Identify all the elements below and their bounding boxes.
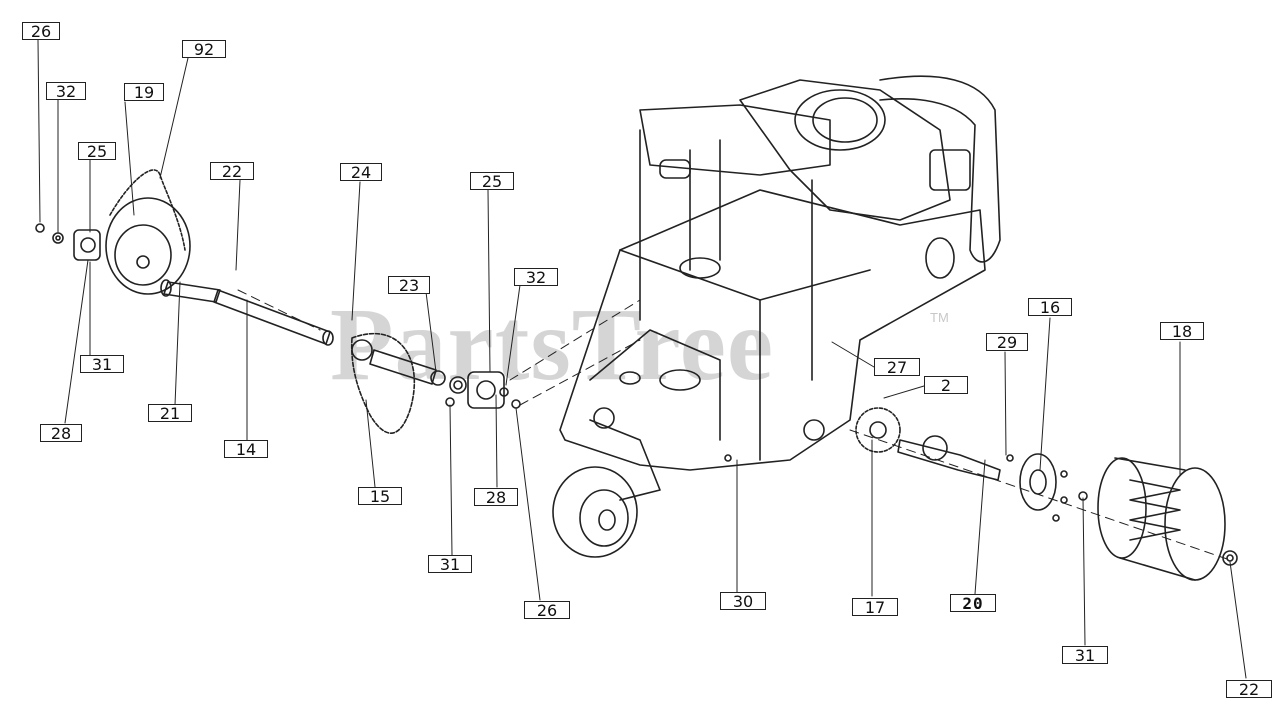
leader-lines xyxy=(37,39,1247,679)
callout-92: 92 xyxy=(182,40,226,59)
callout-31-middle: 31 xyxy=(428,555,472,574)
callout-28-left: 28 xyxy=(40,424,82,443)
callout-26-top-left: 26 xyxy=(22,22,60,41)
callout-27: 27 xyxy=(874,358,920,377)
callout-19: 19 xyxy=(124,83,164,102)
callout-32-right: 32 xyxy=(514,268,558,287)
frame xyxy=(559,104,986,471)
watermark-trademark: TM xyxy=(930,310,949,325)
callout-32-left: 32 xyxy=(46,82,86,101)
right-bearing-assembly xyxy=(351,339,521,409)
callout-28-right: 28 xyxy=(474,488,518,507)
callout-18: 18 xyxy=(1160,322,1204,341)
drive-chain xyxy=(350,332,416,434)
callout-20: 20 xyxy=(950,594,996,613)
callout-29: 29 xyxy=(986,333,1028,352)
callout-2: 2 xyxy=(924,376,968,395)
engine xyxy=(739,75,1001,263)
callout-30: 30 xyxy=(720,592,766,611)
caster-wheel xyxy=(552,407,661,558)
callout-21: 21 xyxy=(148,404,192,423)
callout-14: 14 xyxy=(224,440,268,459)
callout-22-bottom: 22 xyxy=(1226,680,1272,699)
alignment-lines xyxy=(237,289,1231,561)
callout-17: 17 xyxy=(852,598,898,617)
callout-22-upper: 22 xyxy=(210,162,254,181)
callout-24: 24 xyxy=(340,163,382,182)
callout-26-bottom: 26 xyxy=(524,601,570,620)
callout-31-left: 31 xyxy=(80,355,124,374)
callout-25-right: 25 xyxy=(470,172,514,191)
callout-31-right: 31 xyxy=(1062,646,1108,665)
callout-16: 16 xyxy=(1028,298,1072,317)
callout-23: 23 xyxy=(388,276,430,295)
callout-25-left: 25 xyxy=(78,142,116,161)
left-sprocket-assembly xyxy=(35,169,334,346)
callout-15: 15 xyxy=(358,487,402,506)
right-axle-assembly xyxy=(724,407,1238,581)
